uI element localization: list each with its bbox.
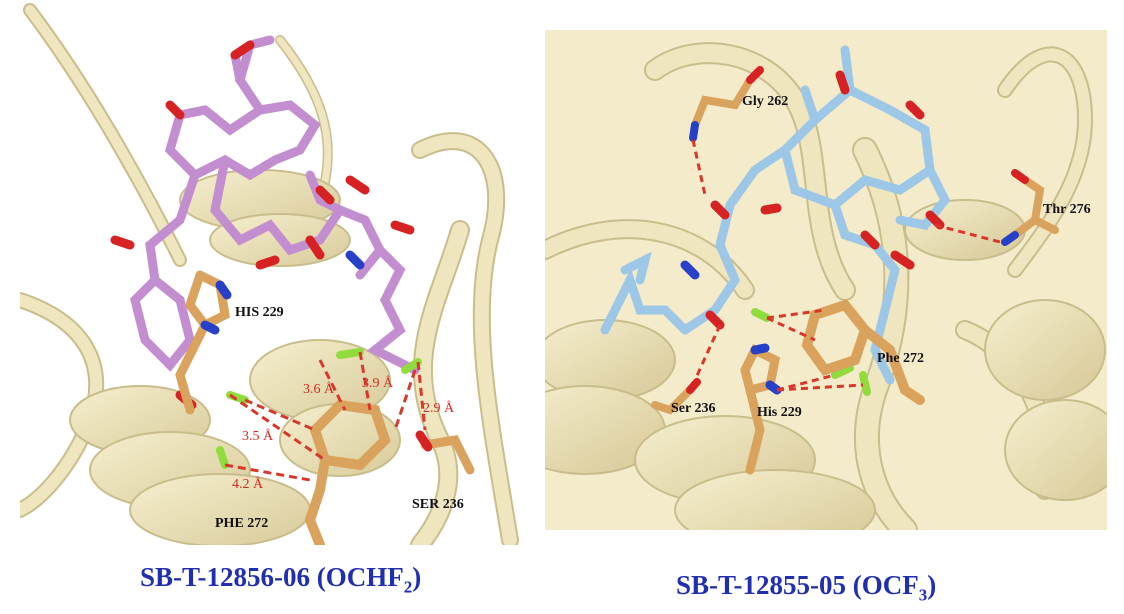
label-gly-262: Gly 262 xyxy=(742,94,788,109)
ligand-sb-t-12856-06 xyxy=(130,35,420,375)
contact-lines xyxy=(224,351,427,482)
label-his-229: His 229 xyxy=(757,405,802,420)
distance-label-4: 3.5 Å xyxy=(242,428,274,444)
his-nitrogens xyxy=(200,280,232,335)
fluorines xyxy=(751,308,871,396)
label-thr-276: Thr 276 xyxy=(1043,202,1091,217)
caption-left-tail: ) xyxy=(412,562,422,592)
caption-right-tail: ) xyxy=(927,570,937,600)
left-docking-render: HIS 229 PHE 272 SER 236 3.6 Å 3.9 Å 2.9 … xyxy=(20,0,520,545)
label-phe-272: Phe 272 xyxy=(877,351,924,366)
contact-lines xyxy=(691,139,1001,392)
distance-label-2: 3.9 Å xyxy=(362,375,394,391)
residue-ser-236 xyxy=(420,435,475,475)
label-phe-272: PHE 272 xyxy=(215,516,268,531)
caption-right: SB-T-12855-05 (OCF3) xyxy=(676,570,936,605)
distance-label-5: 4.2 Å xyxy=(232,476,264,492)
label-ser-236: Ser 236 xyxy=(671,401,715,416)
caption-left-subscript: 2 xyxy=(403,577,413,597)
residue-phe-272 xyxy=(801,299,925,405)
his-nitrogens xyxy=(750,343,782,395)
label-his-229: HIS 229 xyxy=(235,305,284,320)
residue-gly-262 xyxy=(691,76,754,129)
ser-oxygen xyxy=(415,430,433,452)
left-docking-panel: HIS 229 PHE 272 SER 236 3.6 Å 3.9 Å 2.9 … xyxy=(20,0,520,545)
ser-oxygen xyxy=(686,378,701,394)
caption-right-main: SB-T-12855-05 (OCF xyxy=(676,570,919,600)
caption-right-subscript: 3 xyxy=(918,585,928,605)
ligand-sb-t-12855-05 xyxy=(600,45,951,385)
caption-left-main: SB-T-12856-06 (OCHF xyxy=(140,562,404,592)
right-docking-panel: Gly 262 Thr 276 Phe 272 His 229 Ser 236 xyxy=(545,30,1107,530)
ligand-nitrogen xyxy=(345,250,365,270)
label-ser-236: SER 236 xyxy=(412,497,464,512)
helix-coils xyxy=(545,199,1107,530)
right-docking-render: Gly 262 Thr 276 Phe 272 His 229 Ser 236 xyxy=(545,30,1107,530)
caption-left: SB-T-12856-06 (OCHF2) xyxy=(140,562,421,597)
ligand-oxygens xyxy=(110,40,415,410)
thr-atoms xyxy=(1001,169,1029,246)
residue-his-229 xyxy=(740,343,781,475)
fluorines xyxy=(216,348,422,469)
residue-ser-236 xyxy=(651,386,694,415)
distance-label-3: 2.9 Å xyxy=(423,400,455,416)
distance-label-1: 3.6 Å xyxy=(303,381,335,397)
residue-phe-272 xyxy=(304,399,391,545)
ligand-oxygens xyxy=(705,70,945,330)
gly-atoms xyxy=(689,66,764,142)
residue-thr-276 xyxy=(1011,176,1059,239)
ligand-nitrogen xyxy=(680,260,700,280)
